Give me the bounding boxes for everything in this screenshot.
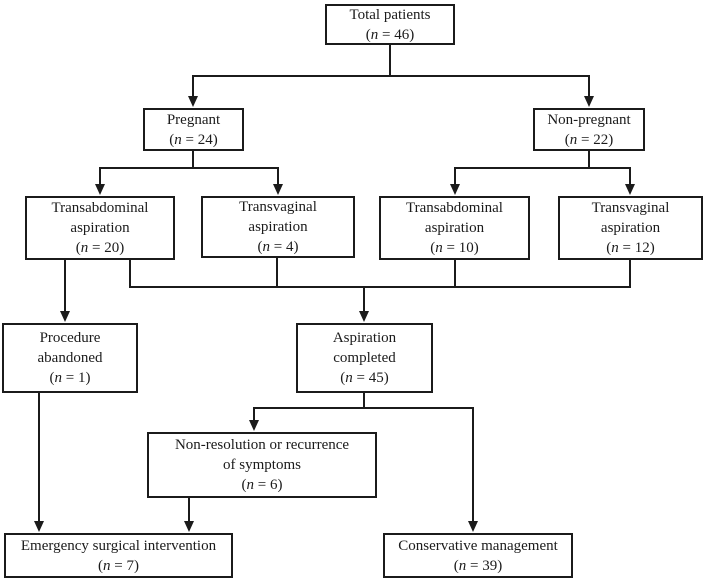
node-count: (n = 22) <box>564 131 614 148</box>
node-label: Non-pregnant <box>547 111 631 128</box>
node-transvaginal-aspiration-pregnant: Transvaginal aspiration (n = 4) <box>201 196 355 258</box>
node-label: aspiration <box>424 220 485 236</box>
node-label: Emergency surgical intervention <box>20 537 217 554</box>
node-non-pregnant: Non-pregnant (n = 22) <box>533 108 645 151</box>
node-label: aspiration <box>70 220 130 236</box>
node-label: abandoned <box>37 350 103 366</box>
node-emergency-surgical-intervention: Emergency surgical intervention (n = 7) <box>4 533 233 578</box>
node-count: (n = 39) <box>453 557 503 574</box>
node-label: completed <box>333 350 396 366</box>
node-label: Procedure <box>39 330 101 346</box>
node-count: (n = 7) <box>98 557 139 574</box>
node-label: aspiration <box>248 219 308 235</box>
node-label: Transvaginal <box>591 200 670 216</box>
node-label: Non-resolution or recurrence <box>174 437 350 453</box>
node-non-resolution-or-recurrence: Non-resolution or recurrence of symptoms… <box>147 432 377 498</box>
node-label: Transvaginal <box>239 199 317 215</box>
node-aspiration-completed: Aspiration completed (n = 45) <box>296 323 433 393</box>
node-count: (n = 20) <box>75 240 125 256</box>
node-count: (n = 4) <box>257 239 299 255</box>
node-count: (n = 1) <box>49 370 91 386</box>
node-label: Conservative management <box>398 537 558 554</box>
node-count: (n = 46) <box>365 26 415 43</box>
node-label: of symptoms <box>223 457 301 473</box>
node-count: (n = 45) <box>340 370 389 386</box>
node-conservative-management: Conservative management (n = 39) <box>383 533 573 578</box>
node-count: (n = 24) <box>169 131 218 148</box>
node-procedure-abandoned: Procedure abandoned (n = 1) <box>2 323 138 393</box>
node-count: (n = 10) <box>430 240 479 256</box>
node-pregnant: Pregnant (n = 24) <box>143 108 244 151</box>
node-label: Transabdominal <box>51 200 149 216</box>
node-label: Aspiration <box>332 330 397 346</box>
node-total-patients: Total patients (n = 46) <box>325 4 455 45</box>
node-label: aspiration <box>600 220 661 236</box>
node-count: (n = 12) <box>606 240 655 256</box>
node-label: Pregnant <box>166 111 221 128</box>
node-transabdominal-aspiration-non-pregnant: Transabdominal aspiration (n = 10) <box>379 196 530 260</box>
node-transvaginal-aspiration-non-pregnant: Transvaginal aspiration (n = 12) <box>558 196 703 260</box>
node-label: Total patients <box>349 6 431 23</box>
node-count: (n = 6) <box>241 477 283 493</box>
node-label: Transabdominal <box>406 200 503 216</box>
node-transabdominal-aspiration-pregnant: Transabdominal aspiration (n = 20) <box>25 196 175 260</box>
